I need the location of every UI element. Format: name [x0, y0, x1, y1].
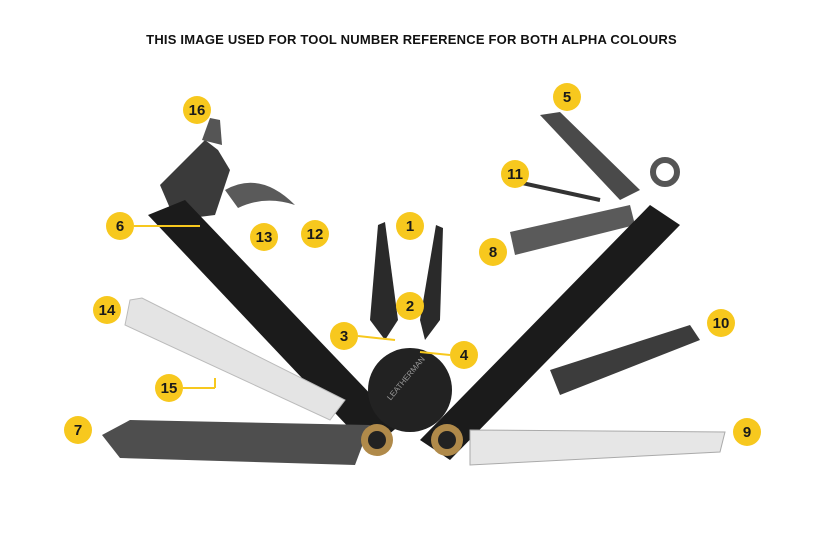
right-handle [420, 205, 680, 460]
label-3: 3 [330, 322, 358, 350]
label-14: 14 [93, 296, 121, 324]
bit-driver [160, 118, 295, 220]
ring [650, 157, 680, 187]
pliers-head [368, 348, 452, 432]
saw-blade [469, 429, 726, 466]
can-opener [225, 182, 295, 208]
label-16: 16 [183, 96, 211, 124]
leader-lines [134, 225, 451, 389]
left-handle [148, 200, 400, 450]
label-8: 8 [479, 238, 507, 266]
label-2: 2 [396, 292, 424, 320]
diagram-title: THIS IMAGE USED FOR TOOL NUMBER REFERENC… [146, 32, 677, 47]
label-6: 6 [106, 212, 134, 240]
label-15: 15 [155, 374, 183, 402]
label-1: 1 [396, 212, 424, 240]
label-4: 4 [450, 341, 478, 369]
label-7: 7 [64, 416, 92, 444]
label-11: 11 [501, 160, 529, 188]
label-9: 9 [733, 418, 761, 446]
label-13: 13 [250, 223, 278, 251]
knife-blade [102, 420, 370, 465]
scissors [550, 325, 700, 395]
label-12: 12 [301, 220, 329, 248]
label-10: 10 [707, 309, 735, 337]
pocket-clip-blade [540, 112, 640, 200]
pliers-jaw-right [420, 225, 443, 340]
file-blade [124, 297, 346, 421]
pliers-jaw-left [370, 222, 398, 340]
label-5: 5 [553, 83, 581, 111]
screwdriver-blade [510, 205, 635, 255]
